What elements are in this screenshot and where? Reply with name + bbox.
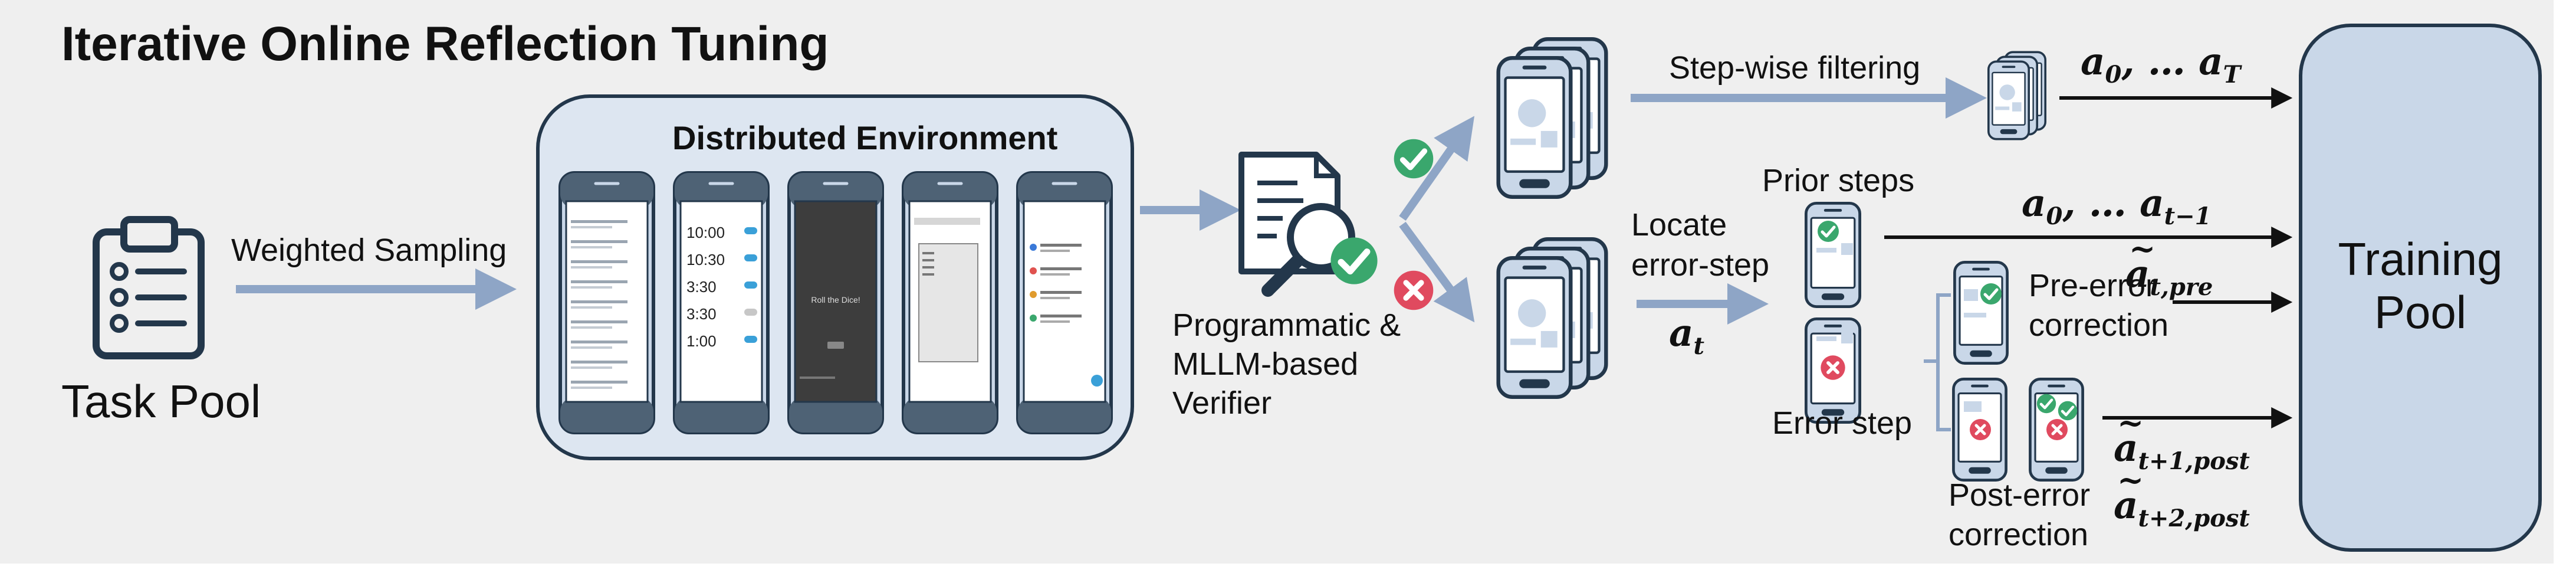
verifier-label-line2: MLLM-based — [1172, 346, 1359, 382]
locate-label-line1: Locate — [1631, 207, 1727, 243]
branch-down-arrow — [1399, 221, 1475, 323]
clipboard-icon — [93, 216, 205, 359]
env-alarm-time: 10:00 — [686, 224, 725, 241]
filtered-actions-label: a0, … aT — [2081, 40, 2241, 89]
error-action-label: at — [1669, 311, 1704, 360]
correction-bracket — [1924, 293, 1951, 431]
locate-label-line2: error-step — [1631, 247, 1770, 283]
env-phone-1-icon — [558, 171, 655, 434]
env-phone-5-icon — [1016, 171, 1113, 434]
env-phone-2-icon: 10:00 10:30 3:30 3:30 1:00 — [673, 171, 770, 434]
env-phone-3-icon: Roll the Dice! — [787, 171, 884, 434]
weighted-sampling-label: Weighted Sampling — [231, 233, 507, 268]
env-alarm-time: 3:30 — [686, 305, 717, 323]
document-search-icon — [1238, 152, 1378, 297]
training-pool-box — [2299, 24, 2542, 552]
environment-phones: 10:00 10:30 3:30 3:30 1:00 Roll the Dice! — [558, 171, 1113, 434]
pre-error-label-line2: correction — [2029, 307, 2169, 343]
prior-actions-label: a0, … at−1 — [2022, 181, 2212, 230]
post-error-label-line2: correction — [1949, 517, 2089, 552]
environment-title: Distributed Environment — [672, 119, 1058, 156]
filtered-phone-stack — [1987, 51, 2046, 140]
task-pool-label: Task Pool — [61, 375, 261, 427]
figure-title: Iterative Online Reflection Tuning — [61, 17, 829, 71]
pre-error-action-label: at,pre — [2125, 231, 2213, 300]
prior-steps-label: Prior steps — [1762, 163, 1915, 198]
training-pool-line1: Training — [2338, 233, 2503, 285]
env-dice-text: Roll the Dice! — [811, 295, 860, 304]
check-icon — [1394, 139, 1434, 179]
phone-icon — [1987, 60, 2030, 140]
phone-icon — [1499, 58, 1571, 197]
post-error-label-line1: Post-error — [1949, 477, 2091, 513]
env-alarm-time: 1:00 — [686, 332, 717, 350]
phone-icon — [1499, 258, 1571, 397]
post-error-action-2-label: at+2,post — [2114, 463, 2250, 532]
env-alarm-time: 10:30 — [686, 251, 725, 269]
training-pool-line2: Pool — [2374, 286, 2467, 338]
verifier-label-line1: Programmatic & — [1172, 307, 1401, 343]
env-phone-4-icon — [902, 171, 998, 434]
successful-trajectory-stack — [1499, 39, 1606, 197]
cross-icon — [1394, 271, 1434, 310]
branch-up-arrow — [1399, 116, 1475, 221]
error-step-label: Error step — [1772, 405, 1913, 441]
step-filter-label: Step-wise filtering — [1669, 50, 1921, 86]
env-alarm-time: 3:30 — [686, 278, 717, 296]
training-pool-label: Training Pool — [2299, 233, 2542, 339]
failed-trajectory-stack — [1499, 239, 1606, 397]
verifier-label-line3: Verifier — [1172, 385, 1272, 421]
